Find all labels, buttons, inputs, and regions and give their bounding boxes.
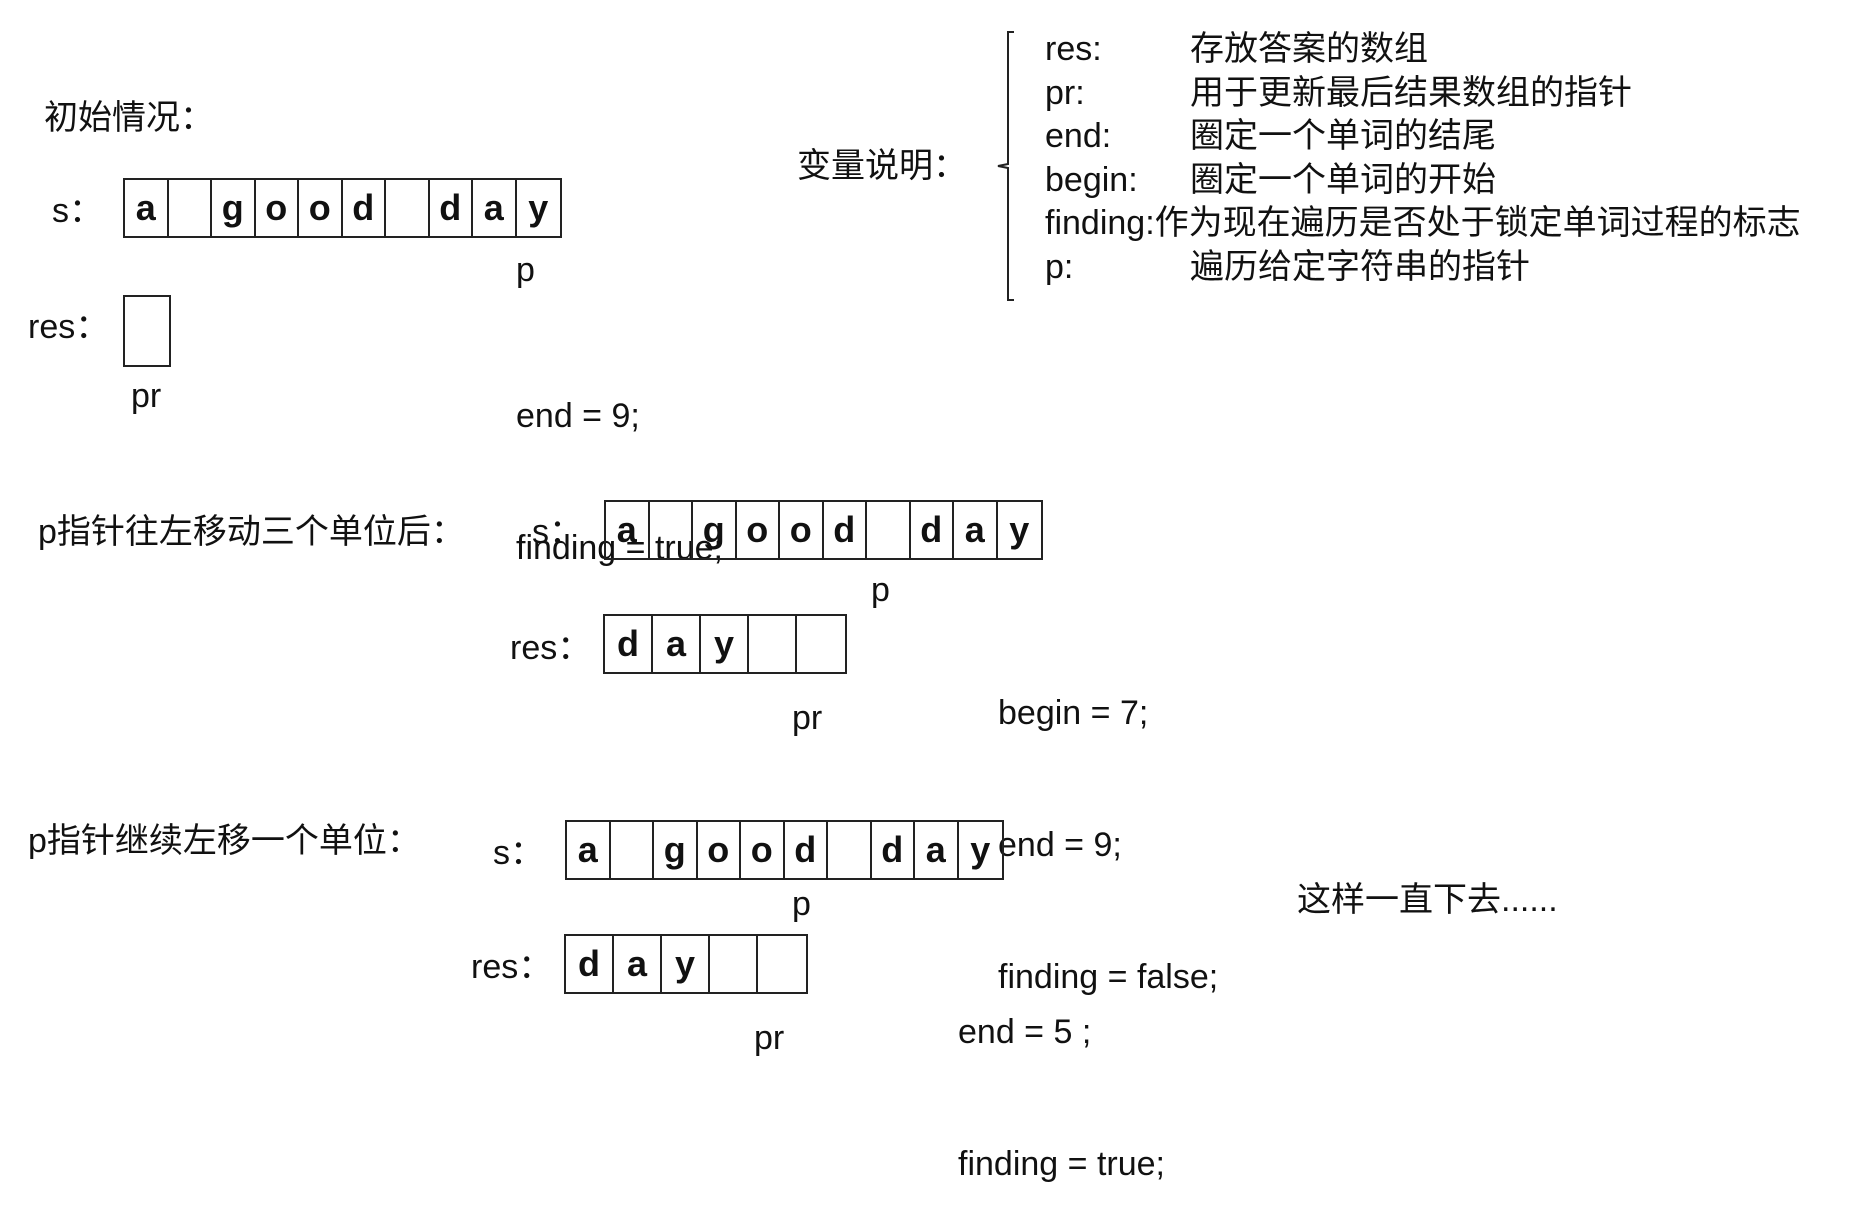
section3-title: p指针继续左移一个单位：: [28, 822, 421, 860]
legend-desc: 作为现在遍历是否处于锁定单词过程的标志: [1154, 204, 1801, 242]
section1-p-pointer: p: [516, 251, 535, 289]
legend-desc: 用于更新最后结果数组的指针: [1190, 73, 1632, 112]
array-cell: a: [125, 180, 169, 236]
code-line: end = 9;: [516, 397, 640, 435]
legend-item-res: res: 存放答案的数组: [1045, 28, 1801, 72]
section2-code: begin = 7; end = 9; finding = false;: [998, 603, 1218, 1043]
array-cell: a: [954, 502, 998, 558]
array-cell: [125, 297, 169, 365]
array-cell: a: [653, 616, 701, 672]
section3-p-pointer: p: [792, 885, 811, 923]
code-line: finding = false;: [998, 958, 1219, 996]
section2-res-array: d a y: [603, 614, 847, 674]
code-line: begin = 7;: [998, 694, 1149, 732]
section1-title: 初始情况：: [44, 99, 214, 137]
array-cell: [749, 616, 797, 672]
array-cell: o: [256, 180, 299, 236]
legend-key: pr:: [1045, 73, 1085, 112]
legend-item-begin: begin: 圈定一个单词的开始: [1045, 159, 1801, 203]
array-cell: [169, 180, 212, 236]
section2-s-label: s：: [532, 513, 583, 551]
legend-key: p:: [1045, 247, 1074, 286]
array-cell: g: [212, 180, 256, 236]
array-cell: a: [567, 822, 611, 878]
array-cell: a: [473, 180, 517, 236]
array-cell: y: [701, 616, 749, 672]
section1-pr-pointer: pr: [131, 377, 162, 415]
array-cell: [758, 936, 806, 992]
legend-brace: [997, 31, 1014, 301]
array-cell: d: [566, 936, 614, 992]
array-cell: y: [1009, 509, 1030, 550]
array-cell: d: [430, 180, 473, 236]
code-line: end = 5 ;: [958, 1013, 1092, 1051]
legend-item-finding: finding: 作为现在遍历是否处于锁定单词过程的标志: [1045, 202, 1801, 246]
legend-item-end: end: 圈定一个单词的结尾: [1045, 115, 1801, 159]
legend-desc: 圈定一个单词的结尾: [1190, 117, 1496, 155]
array-cell: o: [780, 502, 824, 558]
section2-title: p指针往左移动三个单位后：: [38, 513, 465, 551]
legend-heading: 变量说明：: [797, 147, 967, 185]
section3-note: 这样一直下去......: [1297, 881, 1558, 919]
section3-s-array: a g o o d d a y: [565, 820, 1004, 880]
array-cell: o: [741, 822, 785, 878]
legend-desc: 圈定一个单词的开始: [1190, 160, 1496, 199]
legend-desc: 存放答案的数组: [1190, 30, 1428, 68]
section1-res-array: [123, 295, 171, 367]
section1-s-array: a g o o d d a y: [123, 178, 562, 238]
array-cell: [650, 502, 693, 558]
legend-key: finding:: [1045, 204, 1155, 242]
array-cell: d: [343, 180, 386, 236]
section1-res-label: res：: [28, 308, 110, 346]
array-cell: d: [605, 616, 653, 672]
array-cell: [797, 616, 845, 672]
array-cell: [828, 822, 872, 878]
array-cell: a: [614, 936, 662, 992]
array-cell: d: [911, 502, 954, 558]
legend-key: end:: [1045, 117, 1112, 155]
section3-s-label: s：: [493, 834, 544, 872]
array-cell: o: [698, 822, 741, 878]
code-line: finding = true;: [958, 1145, 1165, 1183]
array-cell: [386, 180, 430, 236]
array-cell: y: [662, 936, 710, 992]
section2-p-pointer: p: [871, 571, 890, 609]
array-cell: g: [693, 502, 737, 558]
code-line: finding = true;: [516, 529, 723, 567]
legend-item-pr: pr: 用于更新最后结果数组的指针: [1045, 72, 1801, 116]
section3-res-label: res：: [471, 948, 553, 986]
array-cell: a: [606, 502, 650, 558]
array-cell: d: [785, 822, 828, 878]
array-cell: g: [654, 822, 698, 878]
array-cell: o: [299, 180, 343, 236]
legend-key: res:: [1045, 30, 1102, 68]
section2-res-label: res：: [510, 629, 592, 667]
array-cell: y: [970, 829, 991, 870]
array-cell: [611, 822, 654, 878]
section3-res-array: d a y: [564, 934, 808, 994]
section2-pr-pointer: pr: [792, 699, 823, 737]
code-line: end = 9;: [998, 826, 1122, 864]
section2-s-array: a g o o d d a y: [604, 500, 1043, 560]
array-cell: y: [528, 187, 549, 228]
section1-code: end = 9; finding = true;: [516, 306, 723, 614]
section3-code: end = 5 ; finding = true;: [958, 922, 1165, 1230]
legend-list: res: 存放答案的数组 pr: 用于更新最后结果数组的指针 end: 圈定一个…: [1045, 28, 1801, 289]
array-cell: o: [737, 502, 780, 558]
legend-key: begin:: [1045, 160, 1138, 199]
array-cell: [867, 502, 911, 558]
array-cell: a: [915, 822, 959, 878]
section3-pr-pointer: pr: [754, 1019, 785, 1057]
legend-desc: 遍历给定字符串的指针: [1190, 247, 1530, 286]
legend-item-p: p: 遍历给定字符串的指针: [1045, 246, 1801, 290]
array-cell: [710, 936, 758, 992]
array-cell: d: [824, 502, 867, 558]
array-cell: d: [872, 822, 915, 878]
section1-s-label: s：: [52, 192, 103, 230]
